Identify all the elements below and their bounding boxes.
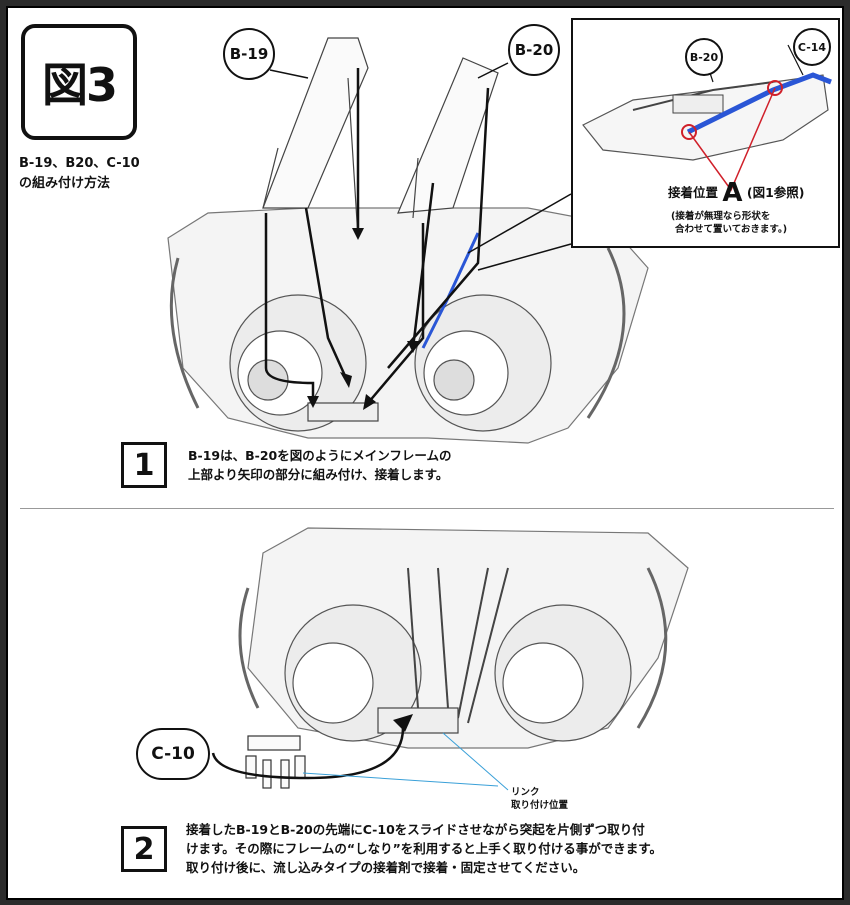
inset-drawing — [582, 44, 832, 192]
callout-b20-label: B-20 — [514, 41, 554, 59]
inset-callout-c14: C-14 — [793, 28, 831, 66]
callout-b20: B-20 — [508, 24, 560, 76]
adhesion-note-line-2: 合わせて置いておきます。) — [675, 224, 788, 235]
adhesion-note-line-1: (接着が無理なら形状を — [671, 211, 771, 222]
step-2-line-3: 取り付け後に、流し込みタイプの接着剤で接着・固定させてください。 — [186, 860, 586, 875]
adhesion-position-ref: (図1参照) — [746, 185, 805, 200]
inset-b20-label: B-20 — [689, 50, 719, 64]
b19-connector — [269, 69, 309, 79]
callout-b19-label: B-19 — [229, 45, 269, 63]
step1-illustration — [167, 37, 649, 444]
adhesion-position: 接着位置 A (図1参照) — [668, 178, 804, 208]
step-2-number: 2 — [121, 826, 167, 872]
adhesion-position-letter: A — [722, 178, 743, 208]
link-label-line-1: リンク — [511, 787, 540, 798]
step2-illustration — [238, 527, 689, 749]
callout-c10: C-10 — [136, 728, 210, 780]
inset-c14-label: C-14 — [797, 40, 827, 54]
step-1-number-text: 1 — [133, 447, 155, 483]
b20-connector — [477, 62, 509, 79]
adhesion-note: (接着が無理なら形状を 合わせて置いておきます。) — [671, 210, 787, 236]
detail-inset: B-20 C-14 接着位置 A (図1参照) (接着が無理なら形状を 合わせて… — [571, 18, 840, 248]
step-1-number: 1 — [121, 442, 167, 488]
subtitle-line-1: B-19、B20、C-10 — [19, 156, 140, 171]
assembly-illustrations — [167, 37, 689, 791]
step1-arrows — [264, 68, 490, 404]
link-label-line-2: 取り付け位置 — [511, 800, 569, 811]
subtitle-line-2: の組み付け方法 — [19, 176, 111, 191]
inset-callout-b20: B-20 — [685, 38, 723, 76]
c10-arrowhead — [393, 714, 413, 732]
step-2-number-text: 2 — [133, 831, 155, 867]
step-2-line-1: 接着したB-19とB-20の先端にC-10をスライドさせながら突起を片側ずつ取り… — [186, 822, 645, 837]
callout-b19: B-19 — [223, 28, 275, 80]
figure-subtitle: B-19、B20、C-10 の組み付け方法 — [19, 154, 140, 194]
step-1-line-2: 上部より矢印の部分に組み付け、接着します。 — [188, 467, 449, 482]
c10-leader-line — [211, 727, 405, 780]
link-position-label: リンク 取り付け位置 — [511, 786, 568, 812]
figure-label: 図3 — [41, 58, 118, 112]
step1-arrowheads — [307, 228, 419, 410]
step-2-line-2: けます。その際にフレームの“しなり”を利用すると上手く取り付ける事ができます。 — [186, 841, 663, 856]
link-leader-line — [302, 732, 509, 791]
figure-number-badge: 図3 — [21, 24, 137, 140]
instruction-page: 図3 B-19、B20、C-10 の組み付け方法 — [6, 6, 844, 900]
c10-part-drawing — [245, 735, 306, 789]
adhesion-position-label: 接着位置 — [668, 185, 719, 200]
inset-connector — [467, 193, 572, 271]
step-2-text: 接着したB-19とB-20の先端にC-10をスライドさせながら突起を片側ずつ取り… — [186, 820, 662, 877]
callout-c10-label: C-10 — [151, 744, 195, 764]
step-1-line-1: B-19は、B-20を図のようにメインフレームの — [188, 448, 452, 463]
step-1-text: B-19は、B-20を図のようにメインフレームの 上部より矢印の部分に組み付け、… — [188, 446, 451, 484]
section-divider — [20, 508, 834, 509]
